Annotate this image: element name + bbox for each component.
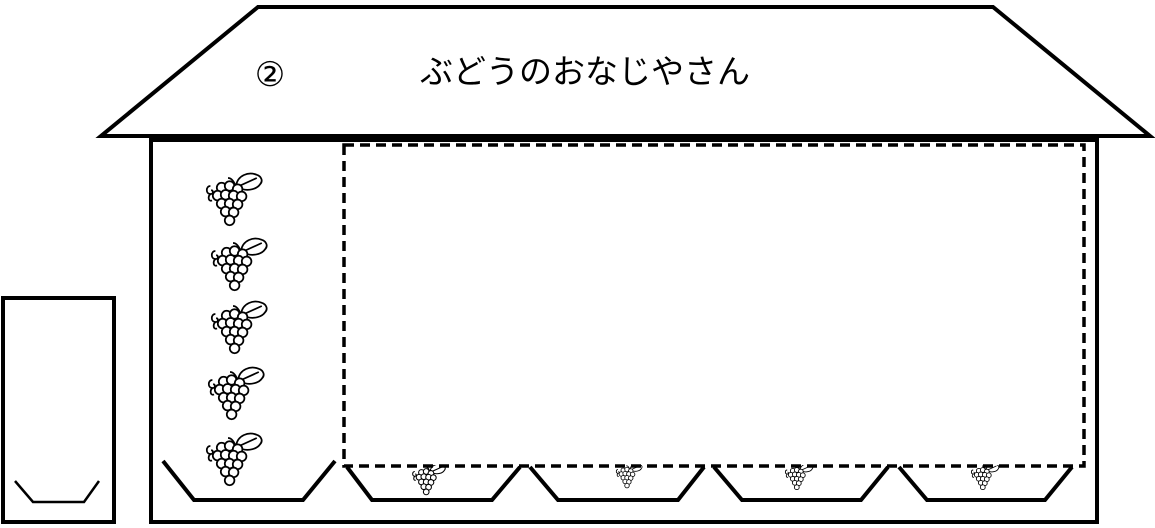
grape-icon: [210, 237, 268, 292]
grape-icon: [412, 463, 446, 496]
tray-icon: [712, 465, 890, 502]
grape-icon: [207, 366, 265, 421]
grape-icon: [205, 172, 263, 227]
tray-icon: [161, 459, 337, 502]
grape-icon: [205, 432, 263, 487]
tray-icon: [528, 465, 706, 502]
side-container[interactable]: [1, 296, 116, 524]
trays: [161, 459, 1074, 502]
roof: [95, 5, 1155, 138]
tray-icon: [14, 480, 101, 504]
display-area[interactable]: [342, 143, 1086, 468]
shop-building: [149, 138, 1099, 524]
shelf-grapes: [205, 172, 268, 487]
sign-title: ぶどうのおなじやさん: [420, 52, 750, 91]
tray-icon: [897, 465, 1074, 502]
grape-icon: [210, 300, 268, 355]
tray-icon: [345, 465, 522, 502]
sign-number: ②: [255, 55, 285, 95]
